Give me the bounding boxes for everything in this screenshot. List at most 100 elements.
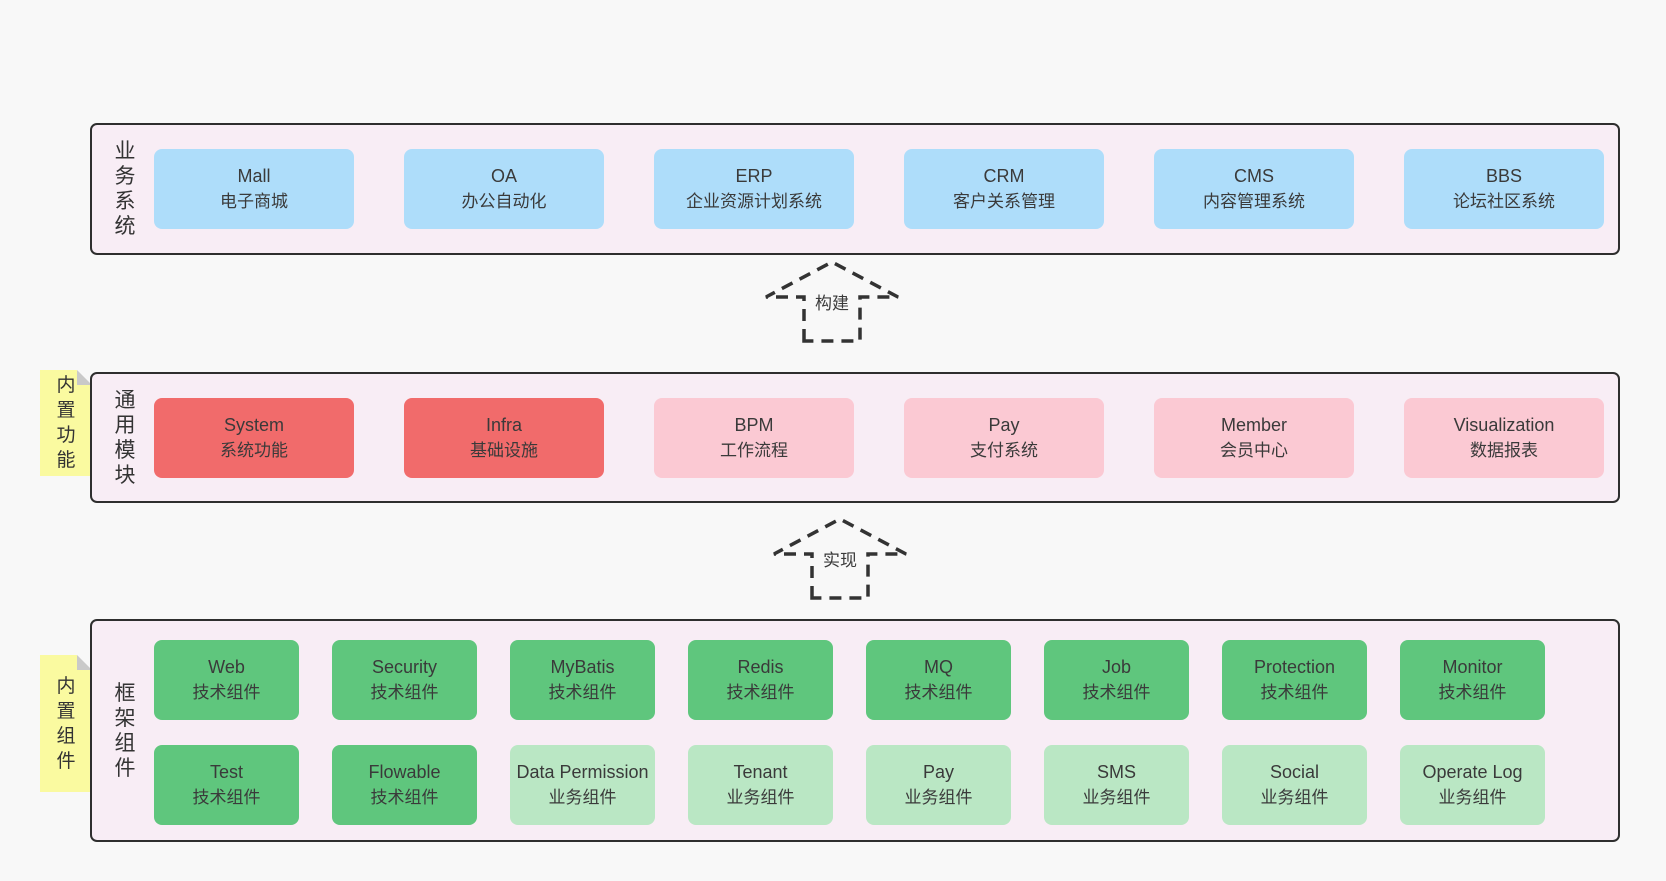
box-desc: 技术组件 (370, 788, 439, 807)
box-desc: 工作流程 (720, 440, 788, 460)
box-name: Pay (988, 414, 1020, 435)
box-name: Visualization (1453, 414, 1555, 435)
box-name: Web (208, 657, 245, 677)
box-desc: 论坛社区系统 (1453, 192, 1555, 211)
sticky-note-text: 内置组件 (56, 675, 76, 772)
arrow-build: 构建 (762, 257, 902, 345)
box-pay: Pay 业务组件 (866, 745, 1011, 825)
box-desc: 系统功能 (220, 440, 288, 460)
sticky-note-builtin-components: 内置组件 (40, 655, 92, 792)
box-desc: 基础设施 (470, 440, 538, 460)
box-name: CRM (983, 166, 1025, 186)
box-desc: 业务组件 (1260, 788, 1329, 807)
box-name: CMS (1234, 166, 1274, 186)
box-bpm: BPM 工作流程 (654, 397, 854, 478)
box-desc: 业务组件 (1438, 788, 1507, 807)
box-data-permission: Data Permission 业务组件 (510, 745, 655, 825)
box-name: Job (1101, 657, 1132, 677)
box-row: System 系统功能 Infra 基础设施 BPM 工作流程 Pay 支付系统 Member 会… (154, 397, 1604, 478)
layer-label-business-systems: 业务系统 (114, 140, 136, 238)
box-desc: 技术组件 (548, 683, 617, 702)
sticky-note-builtin-features: 内置功能 (40, 370, 92, 476)
box-desc: 客户关系管理 (953, 192, 1055, 211)
box-name: Infra (485, 414, 523, 435)
box-name: System (223, 414, 284, 435)
box-desc: 技术组件 (192, 683, 261, 702)
box-crm: CRM 客户关系管理 (904, 149, 1104, 229)
box-desc: 技术组件 (1260, 683, 1329, 702)
box-pay: Pay 支付系统 (904, 397, 1104, 478)
box-name: Member (1220, 414, 1287, 435)
box-desc: 技术组件 (370, 683, 439, 702)
box-name: Data Permission (516, 762, 649, 782)
box-desc: 会员中心 (1220, 440, 1288, 460)
box-name: Monitor (1442, 657, 1503, 677)
layer-common-modules: 通用模块 System 系统功能 Infra 基础设施 BPM 工作流程 Pay 支付系统 Me… (90, 372, 1620, 503)
box-web: Web 技术组件 (154, 640, 299, 720)
box-name: ERP (735, 166, 773, 186)
box-name: Mall (237, 166, 271, 186)
box-cms: CMS 内容管理系统 (1154, 149, 1354, 229)
box-desc: 业务组件 (548, 788, 617, 807)
dashed-up-arrow-icon (765, 260, 899, 343)
box-name: SMS (1096, 762, 1136, 782)
sticky-note-text: 内置功能 (56, 375, 76, 471)
box-desc: 技术组件 (726, 683, 795, 702)
box-desc: 业务组件 (1082, 788, 1151, 807)
box-desc: 技术组件 (1082, 683, 1151, 702)
box-desc: 数据报表 (1470, 440, 1538, 460)
box-desc: 技术组件 (904, 683, 973, 702)
box-desc: 支付系统 (970, 440, 1038, 460)
box-mybatis: MyBatis 技术组件 (510, 640, 655, 720)
box-desc: 办公自动化 (461, 192, 547, 211)
box-test: Test 技术组件 (154, 745, 299, 825)
box-redis: Redis 技术组件 (688, 640, 833, 720)
box-visualization: Visualization 数据报表 (1404, 397, 1604, 478)
layer-label-framework-components: 框架组件 (114, 681, 136, 780)
box-name: Social (1269, 762, 1320, 782)
box-protection: Protection 技术组件 (1222, 640, 1367, 720)
box-name: BPM (734, 414, 774, 435)
box-name: Pay (922, 762, 955, 782)
box-member: Member 会员中心 (1154, 397, 1354, 478)
box-monitor: Monitor 技术组件 (1400, 640, 1545, 720)
box-infra: Infra 基础设施 (404, 397, 604, 478)
box-name: Redis (737, 657, 784, 677)
arrow-build-label: 构建 (812, 293, 852, 315)
layer-boxes: System 系统功能 Infra 基础设施 BPM 工作流程 Pay 支付系统 Member 会… (154, 374, 1604, 501)
box-desc: 技术组件 (1438, 683, 1507, 702)
box-job: Job 技术组件 (1044, 640, 1189, 720)
box-name: MyBatis (550, 657, 615, 677)
box-name: Test (209, 762, 243, 782)
box-desc: 内容管理系统 (1203, 192, 1305, 211)
box-system: System 系统功能 (154, 397, 354, 478)
box-name: OA (490, 166, 517, 186)
box-social: Social 业务组件 (1222, 745, 1367, 825)
box-oa: OA 办公自动化 (404, 149, 604, 229)
box-desc: 业务组件 (726, 788, 795, 807)
arrow-implement: 实现 (770, 514, 910, 602)
box-desc: 技术组件 (192, 788, 261, 807)
box-sms: SMS 业务组件 (1044, 745, 1189, 825)
box-desc: 业务组件 (904, 788, 973, 807)
dashed-up-arrow-icon (773, 517, 907, 600)
layer-label-common-modules: 通用模块 (114, 388, 136, 487)
box-name: Protection (1253, 657, 1336, 677)
box-name: Flowable (368, 762, 441, 782)
arrow-implement-label: 实现 (820, 550, 860, 572)
